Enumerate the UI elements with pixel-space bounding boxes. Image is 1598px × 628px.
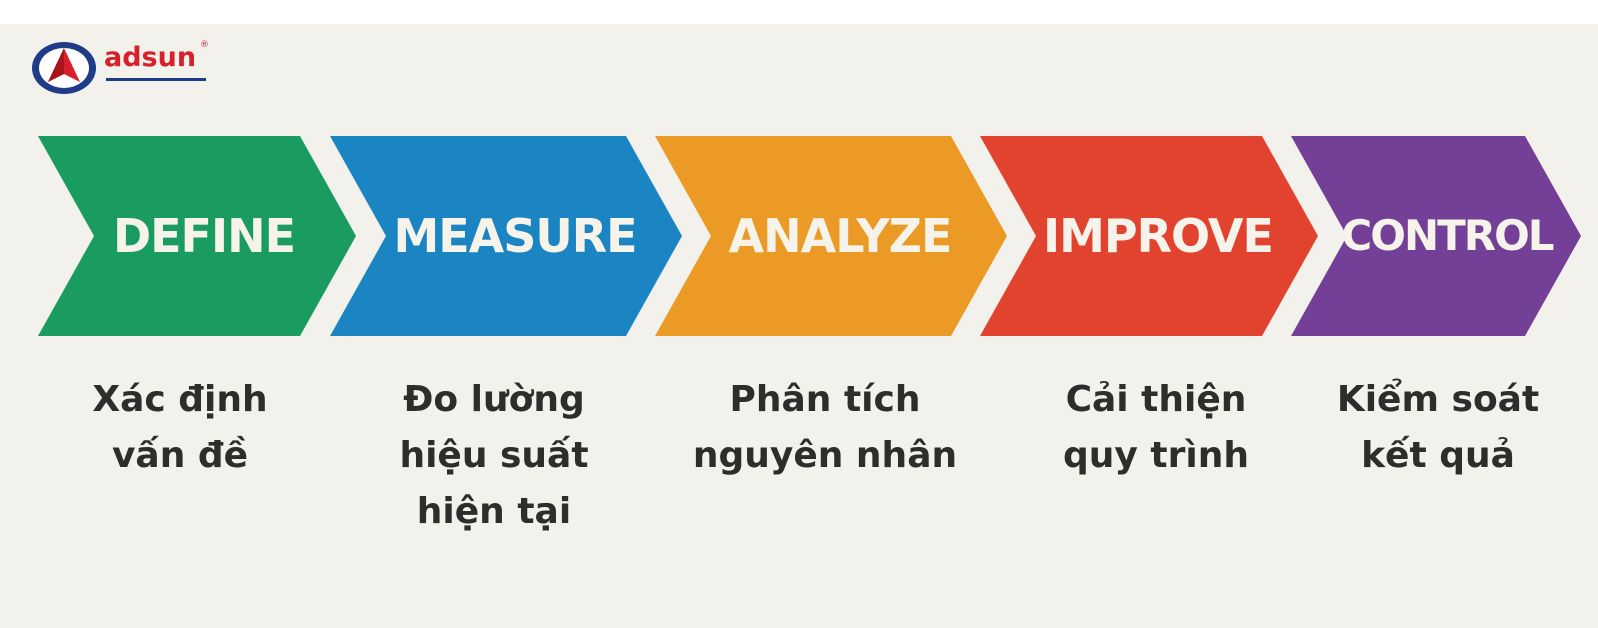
registered-mark: ®: [200, 40, 209, 50]
step-title: DEFINE: [112, 209, 296, 263]
chevron-fill: [980, 136, 1318, 336]
step-improve-caption: Cải thiện quy trình: [1036, 372, 1276, 484]
step-define-chevron: DEFINE: [38, 136, 356, 336]
chevron-shape: [980, 136, 1318, 336]
caption-line: Phân tích: [729, 379, 921, 420]
step-control-chevron: CONTROL: [1291, 136, 1581, 336]
step-measure-chevron: MEASURE: [330, 136, 682, 336]
step-analyze-chevron: ANALYZE: [655, 136, 1007, 336]
step-improve-chevron: IMPROVE: [980, 136, 1318, 336]
caption-line: vấn đề: [111, 435, 249, 476]
chevron-fill: [38, 136, 356, 336]
caption-line: kết quả: [1361, 435, 1515, 476]
diagram-canvas: adsun ® DEFINE MEASURE ANALYZE IMPROVE: [0, 24, 1598, 628]
chevron-shape: [330, 136, 682, 336]
logo-underline: [106, 78, 206, 81]
caption-line: Xác định: [92, 379, 268, 420]
caption-line: hiện tại: [416, 491, 572, 532]
step-title: ANALYZE: [728, 209, 953, 263]
chevron-shape: [38, 136, 356, 336]
logo-emblem-icon: [32, 42, 96, 94]
adsun-logo: adsun ®: [30, 40, 220, 96]
chevron-shape: [655, 136, 1007, 336]
step-control-caption: Kiểm soát kết quả: [1318, 372, 1558, 484]
caption-line: Cải thiện: [1065, 379, 1247, 420]
step-title: MEASURE: [393, 209, 637, 263]
step-title: CONTROL: [1341, 211, 1554, 260]
caption-line: hiệu suất: [399, 435, 589, 476]
chevron-fill: [330, 136, 682, 336]
caption-line: Đo lường: [403, 379, 585, 420]
step-define-caption: Xác định vấn đề: [60, 372, 300, 484]
chevron-fill: [1291, 136, 1581, 336]
chevron-fill: [655, 136, 1007, 336]
step-measure-caption: Đo lường hiệu suất hiện tại: [374, 372, 614, 540]
caption-line: quy trình: [1063, 435, 1249, 476]
chevron-shape: [1291, 136, 1581, 336]
caption-line: Kiểm soát: [1336, 379, 1540, 420]
step-analyze-caption: Phân tích nguyên nhân: [680, 372, 970, 484]
step-title: IMPROVE: [1043, 209, 1274, 263]
caption-line: nguyên nhân: [692, 435, 958, 476]
logo-wordmark: adsun: [104, 42, 197, 73]
